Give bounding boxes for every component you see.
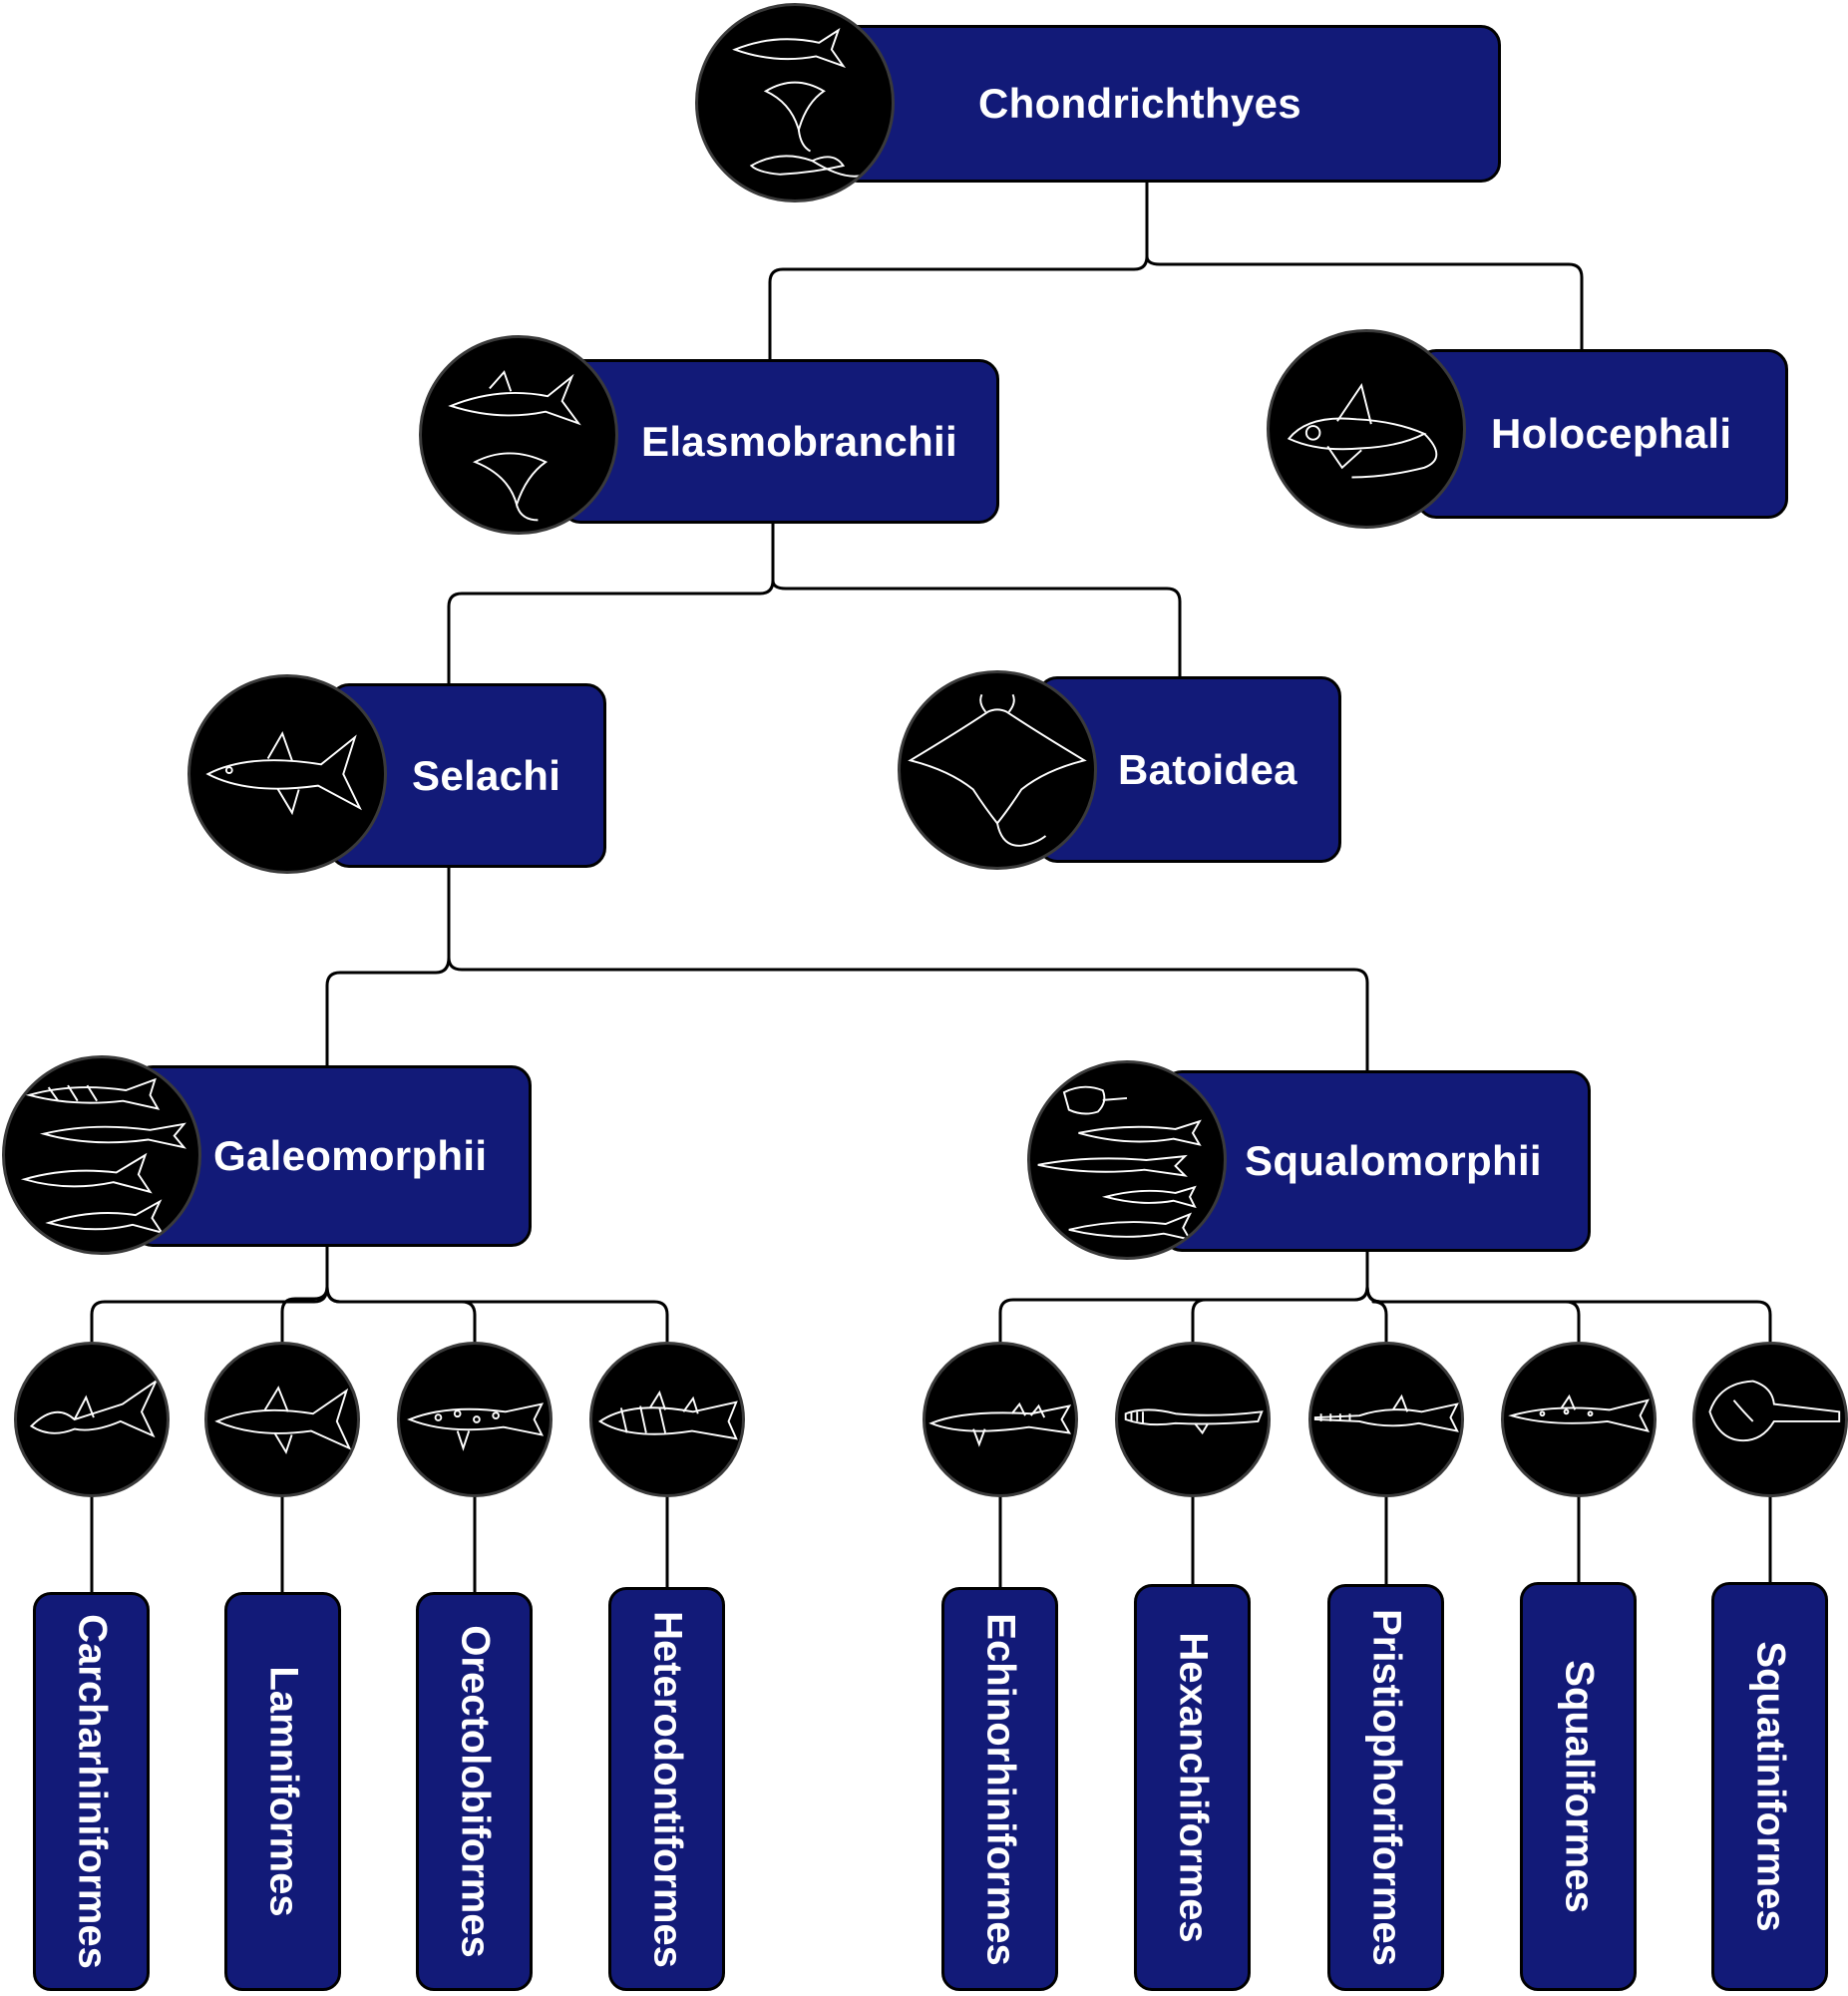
order-label: Squatiniformes [1748,1641,1792,1932]
node-label: Squalomorphii [1245,1137,1542,1184]
order-label: Squaliformes [1557,1660,1601,1913]
node-elasmobranchii: Elasmobranchii [560,359,999,524]
shark-ray-chimaera-icon [695,3,895,202]
order-label: Carcharhiniformes [70,1614,114,1969]
great-white-shark-icon [204,1342,360,1497]
shark-icon [187,674,387,874]
order-label: Pristiophoriformes [1364,1609,1408,1966]
hammerhead-shark-icon [14,1342,170,1497]
squalomorph-sharks-icon [1027,1060,1227,1260]
spotted-carpet-shark-icon [397,1342,553,1497]
node-label: Holocephali [1491,410,1732,457]
node-holocephali: Holocephali [1416,349,1788,519]
chimaera-icon [1267,329,1466,529]
galeomorph-sharks-icon [2,1055,201,1255]
order-echinorhiniformes: Echinorhiniformes [941,1587,1058,1991]
shark-ray-icon [419,335,618,535]
order-squatiniformes: Squatiniformes [1711,1582,1828,1991]
order-label: Hexanchiformes [1171,1632,1215,1943]
order-label: Orectolobiformes [453,1625,497,1958]
order-label: Lamniformes [261,1666,305,1917]
sawshark-icon [1308,1342,1464,1497]
order-orectolobiformes: Orectolobiformes [416,1592,533,1991]
frilled-shark-icon [1115,1342,1271,1497]
node-label: Chondrichthyes [978,80,1301,127]
node-label: Elasmobranchii [641,417,957,465]
order-pristiophoriformes: Pristiophoriformes [1327,1584,1444,1991]
node-squalomorphii: Squalomorphii [1162,1070,1591,1252]
order-squaliformes: Squaliformes [1520,1582,1637,1991]
order-label: Echinorhiniformes [978,1612,1022,1966]
bullhead-shark-icon [589,1342,745,1497]
order-carcharhiniformes: Carcharhiniformes [33,1592,150,1991]
node-chondrichthyes: Chondrichthyes [838,25,1501,183]
node-label: Selachi [412,751,561,799]
order-heterodontiformes: Heterodontiformes [608,1587,725,1991]
bramble-shark-icon [923,1342,1078,1497]
order-lamniformes: Lamniformes [224,1592,341,1991]
order-label: Heterodontiformes [645,1610,689,1968]
node-batoidea: Batoidea [1037,676,1341,863]
order-hexanchiformes: Hexanchiformes [1134,1584,1251,1991]
node-label: Batoidea [1118,745,1297,793]
node-label: Galeomorphii [213,1132,488,1179]
manta-ray-icon [898,670,1097,870]
dogfish-shark-icon [1501,1342,1657,1497]
angel-shark-icon [1692,1342,1848,1497]
